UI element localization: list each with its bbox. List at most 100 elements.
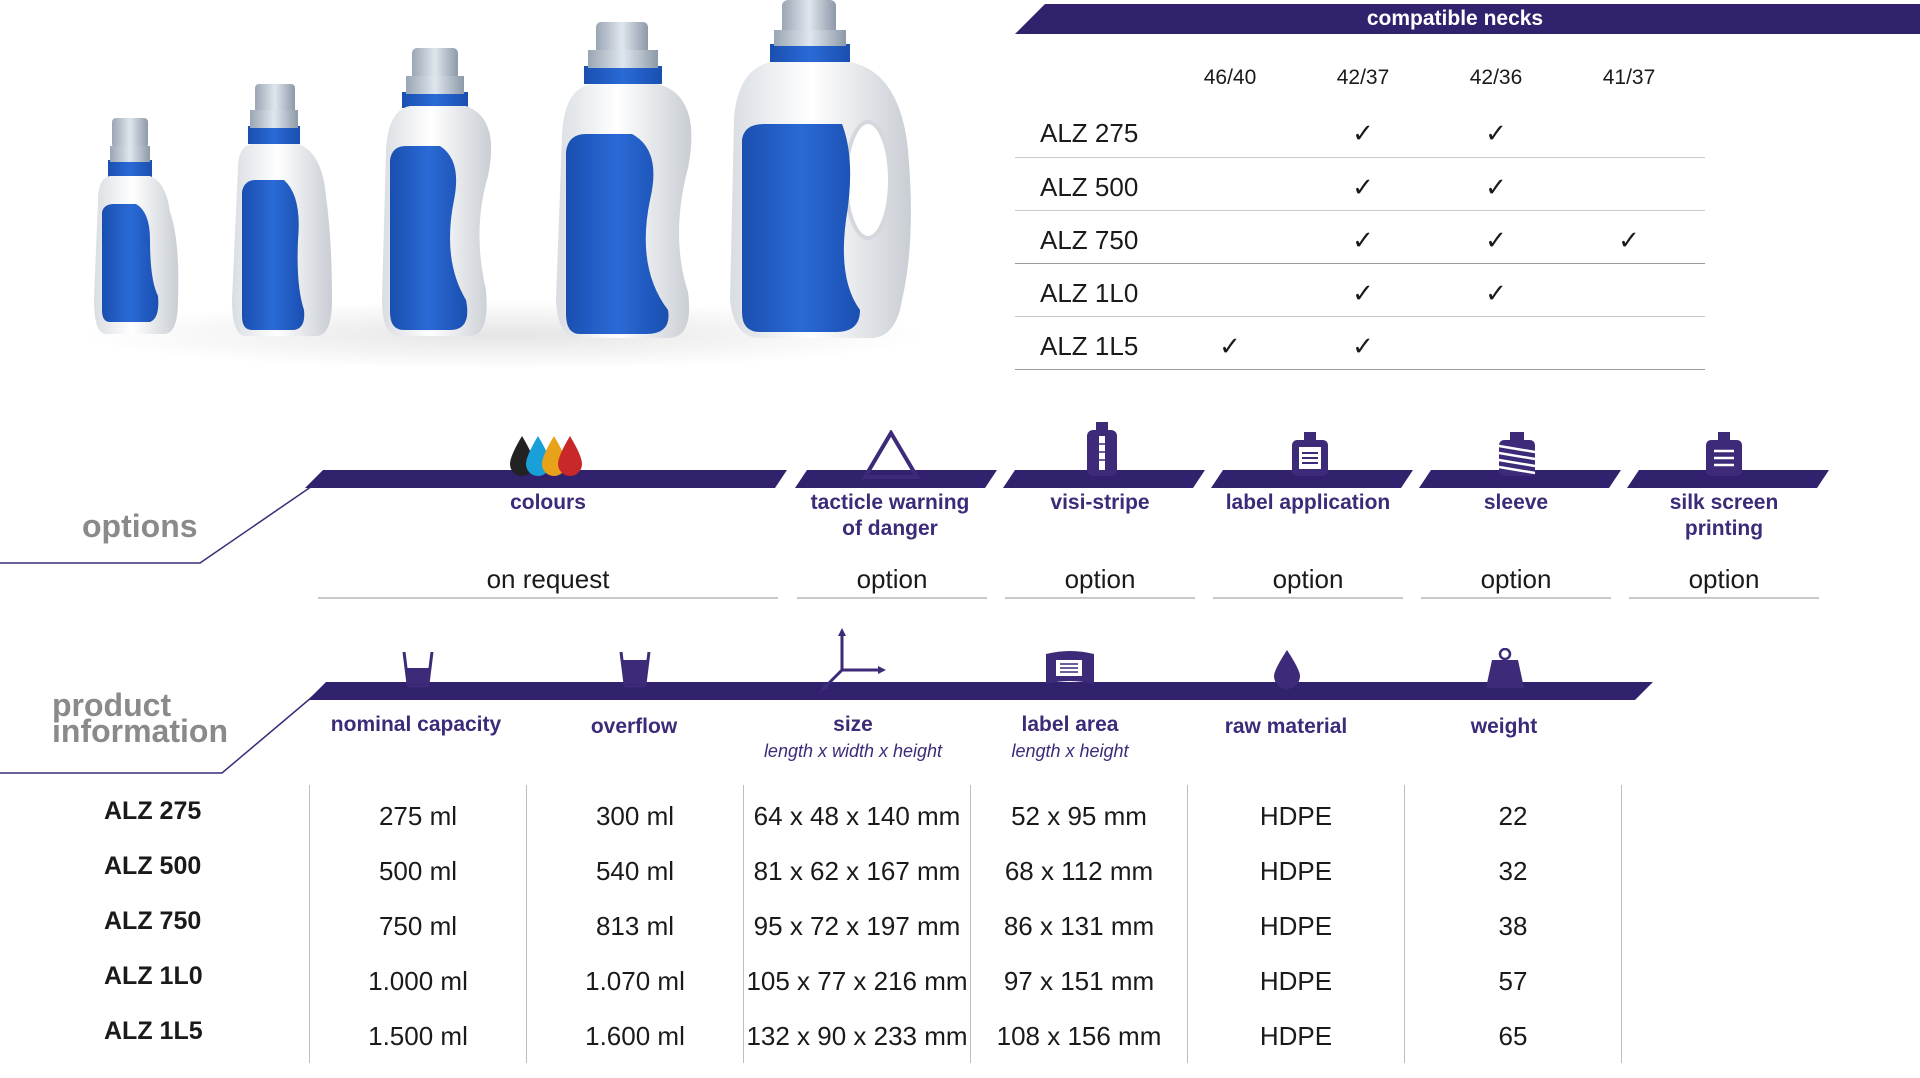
product-row-label: ALZ 1L0 bbox=[104, 962, 203, 990]
neck-row-label: ALZ 1L0 bbox=[1040, 278, 1139, 308]
option-label-visi-stripe: visi-stripe bbox=[1050, 491, 1150, 514]
neck-row bbox=[1015, 157, 1705, 211]
option-label-sleeve: sleeve bbox=[1483, 491, 1549, 514]
cell-weight: 38 bbox=[1498, 911, 1528, 941]
bottle-1l0 bbox=[556, 22, 692, 338]
cell-weight: 65 bbox=[1498, 1021, 1528, 1051]
options-divider-line bbox=[0, 481, 319, 564]
column-label-area: label area length x height bbox=[970, 712, 1170, 764]
neck-row bbox=[1015, 104, 1705, 158]
product-row-label: ALZ 750 bbox=[104, 907, 202, 935]
necks-title: compatible necks bbox=[1366, 7, 1544, 30]
neck-row-label: ALZ 750 bbox=[1040, 225, 1139, 255]
column-divider bbox=[970, 785, 971, 1063]
cell-label-area: 68 x 112 mm bbox=[1004, 856, 1154, 886]
sleeve-icon bbox=[1498, 432, 1536, 476]
check-mark: ✓ bbox=[1485, 172, 1507, 202]
option-label-line: printing bbox=[1684, 517, 1764, 540]
check-mark: ✓ bbox=[1485, 278, 1507, 308]
option-underline bbox=[1421, 597, 1611, 599]
cell-label-area: 97 x 151 mm bbox=[1003, 966, 1155, 996]
cell-raw-material: HDPE bbox=[1259, 801, 1333, 831]
cell-label-area: 108 x 156 mm bbox=[996, 1021, 1162, 1051]
visi-stripe-icon bbox=[1087, 422, 1117, 476]
option-underline bbox=[1213, 597, 1403, 599]
cell-size: 105 x 77 x 216 mm bbox=[746, 966, 968, 996]
cell-overflow: 300 ml bbox=[595, 801, 675, 831]
neck-col-header: 46/40 bbox=[1203, 66, 1257, 89]
product-row-label: ALZ 1L5 bbox=[104, 1017, 203, 1045]
option-value-visi-stripe: option bbox=[1064, 564, 1136, 594]
beaker-overflow-icon bbox=[619, 651, 651, 688]
option-label-tactile-warning: tacticle warning of danger bbox=[790, 490, 990, 542]
option-value-sleeve: option bbox=[1480, 564, 1552, 594]
cell-overflow: 540 ml bbox=[595, 856, 675, 886]
cell-nominal-capacity: 1.000 ml bbox=[368, 966, 468, 996]
beaker-icon bbox=[402, 651, 434, 688]
cell-overflow: 813 ml bbox=[595, 911, 675, 941]
bottle-275 bbox=[94, 118, 179, 334]
cell-nominal-capacity: 500 ml bbox=[378, 856, 458, 886]
neck-col-header: 42/36 bbox=[1469, 66, 1523, 89]
bottle-1l5 bbox=[730, 0, 911, 338]
option-underline bbox=[318, 597, 778, 599]
silk-screen-icon bbox=[1706, 432, 1742, 476]
section-label-line: information bbox=[52, 713, 228, 749]
column-divider bbox=[526, 785, 527, 1063]
cell-raw-material: HDPE bbox=[1259, 966, 1333, 996]
check-mark: ✓ bbox=[1352, 278, 1374, 308]
cell-raw-material: HDPE bbox=[1259, 1021, 1333, 1051]
neck-row-label: ALZ 500 bbox=[1040, 172, 1139, 202]
cell-weight: 57 bbox=[1498, 966, 1528, 996]
product-info-header-bar bbox=[308, 682, 1653, 700]
neck-row bbox=[1015, 263, 1705, 317]
column-divider bbox=[309, 785, 310, 1063]
check-mark: ✓ bbox=[1352, 118, 1374, 148]
neck-row-label: ALZ 275 bbox=[1040, 118, 1139, 148]
option-label-label-application: label application bbox=[1225, 491, 1391, 514]
option-label-colours: colours bbox=[510, 491, 586, 514]
ink-drops-icon bbox=[510, 436, 582, 476]
axes-icon bbox=[820, 628, 886, 692]
cell-label-area: 52 x 95 mm bbox=[1011, 801, 1147, 831]
check-mark: ✓ bbox=[1485, 225, 1507, 255]
cell-label-area: 86 x 131 mm bbox=[1003, 911, 1155, 941]
neck-row-label: ALZ 1L5 bbox=[1040, 331, 1139, 361]
check-mark: ✓ bbox=[1352, 331, 1374, 361]
label-area-icon bbox=[1046, 651, 1094, 684]
check-mark: ✓ bbox=[1485, 118, 1507, 148]
option-underline bbox=[797, 597, 987, 599]
label-icon bbox=[1292, 432, 1328, 476]
cell-weight: 22 bbox=[1498, 801, 1528, 831]
option-label-line: tacticle warning bbox=[810, 491, 970, 514]
column-divider bbox=[743, 785, 744, 1063]
option-value-colours: on request bbox=[486, 564, 610, 594]
product-info-divider-line bbox=[0, 691, 319, 774]
cell-size: 132 x 90 x 233 mm bbox=[746, 1021, 968, 1051]
option-label-silk-screen: silk screen printing bbox=[1624, 490, 1824, 542]
column-title: size bbox=[833, 713, 873, 736]
column-divider bbox=[1187, 785, 1188, 1063]
product-row-label: ALZ 500 bbox=[104, 852, 202, 880]
cell-raw-material: HDPE bbox=[1259, 856, 1333, 886]
option-label-line: of danger bbox=[842, 517, 938, 540]
section-label-line: product bbox=[52, 687, 172, 723]
check-mark: ✓ bbox=[1618, 225, 1640, 255]
cell-nominal-capacity: 275 ml bbox=[378, 801, 458, 831]
cell-raw-material: HDPE bbox=[1259, 911, 1333, 941]
bottles-image bbox=[94, 0, 911, 338]
product-row-label: ALZ 275 bbox=[104, 797, 202, 825]
bottle-500 bbox=[232, 84, 332, 336]
drop-icon bbox=[1274, 650, 1300, 689]
neck-row bbox=[1015, 210, 1705, 264]
column-raw-material: raw material bbox=[1224, 715, 1348, 738]
cell-weight: 32 bbox=[1498, 856, 1528, 886]
column-overflow: overflow bbox=[590, 715, 678, 738]
warning-triangle-icon bbox=[862, 430, 920, 479]
option-underline bbox=[1629, 597, 1819, 599]
cell-nominal-capacity: 750 ml bbox=[378, 911, 458, 941]
cell-size: 64 x 48 x 140 mm bbox=[753, 801, 961, 831]
column-title: label area bbox=[1021, 713, 1119, 736]
cell-size: 95 x 72 x 197 mm bbox=[753, 911, 961, 941]
cell-nominal-capacity: 1.500 ml bbox=[368, 1021, 468, 1051]
